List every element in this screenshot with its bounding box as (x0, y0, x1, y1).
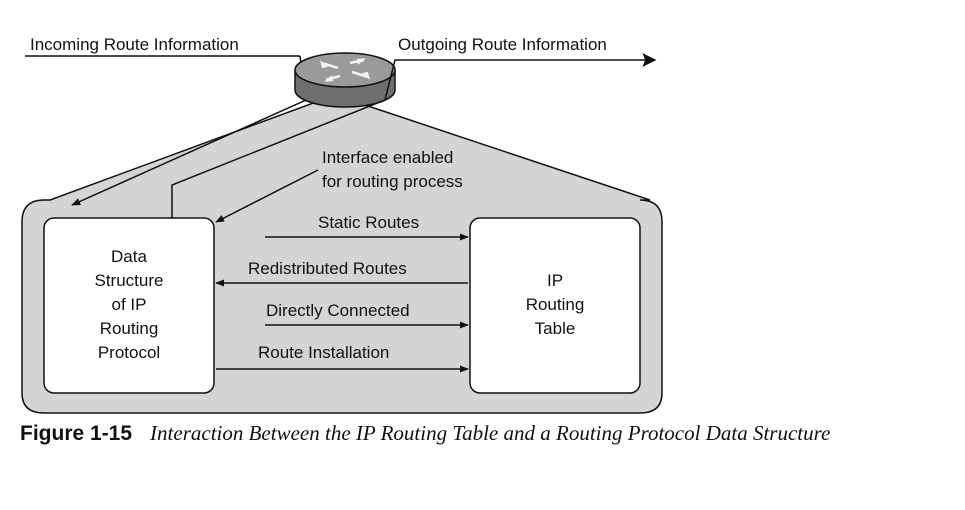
outgoing-arrow (171, 53, 657, 218)
routing-protocol-data-structure-box (43, 217, 215, 394)
route-installation-label: Route Installation (258, 343, 389, 362)
static-routes-label: Static Routes (318, 213, 419, 232)
svg-text:Routing: Routing (526, 295, 585, 314)
left-box-text: Data Structure of IP Routing Protocol (95, 247, 164, 362)
svg-text:Routing: Routing (100, 319, 159, 338)
directly-connected-label: Directly Connected (266, 301, 410, 320)
interface-arrow (215, 169, 319, 223)
redistributed-routes-label: Redistributed Routes (248, 259, 407, 278)
svg-text:Protocol: Protocol (98, 343, 160, 362)
routing-diagram: Incoming Route Information Outgoing Rout… (21, 35, 663, 414)
interface-label-line2: for routing process (322, 172, 463, 191)
svg-text:Data: Data (111, 247, 147, 266)
outgoing-label: Outgoing Route Information (398, 35, 607, 54)
interface-label-line1: Interface enabled (322, 148, 453, 167)
router-icon (294, 52, 396, 108)
right-box-text: IP Routing Table (526, 271, 585, 338)
svg-text:Table: Table (535, 319, 576, 338)
figure-caption: Figure 1-15 Interaction Between the IP Ro… (20, 420, 950, 447)
figure-caption-text: Interaction Between the IP Routing Table… (150, 421, 831, 445)
figure-number: Figure 1-15 (20, 422, 133, 445)
incoming-label: Incoming Route Information (30, 35, 239, 54)
svg-text:of IP: of IP (112, 295, 147, 314)
svg-text:Structure: Structure (95, 271, 164, 290)
svg-text:IP: IP (547, 271, 563, 290)
ip-routing-table-box (469, 217, 641, 394)
